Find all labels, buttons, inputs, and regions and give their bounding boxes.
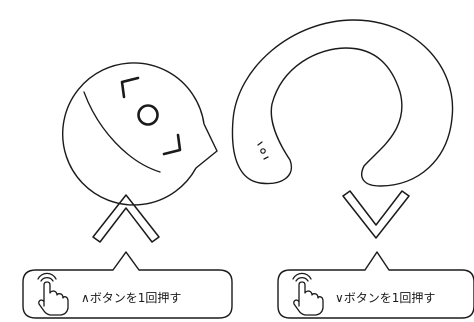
pointing-hand-icon xyxy=(292,272,324,316)
up-instruction-bubble xyxy=(22,251,233,319)
chevron-up-icon xyxy=(92,194,160,243)
zoom-up-button-icon xyxy=(120,76,140,99)
device-button-cluster xyxy=(257,141,269,160)
neck-speaker-icon xyxy=(231,19,454,187)
down-button-instruction: ∨ボタンを1回押す xyxy=(335,291,436,305)
chevron-down-icon xyxy=(342,190,410,239)
up-button-instruction: ∧ボタンを1回押す xyxy=(81,291,182,305)
zoom-down-button-icon xyxy=(162,133,182,156)
magnified-button-callout xyxy=(62,62,218,206)
zoom-power-button-icon xyxy=(137,104,159,126)
pointing-hand-icon xyxy=(37,272,69,316)
down-instruction-bubble xyxy=(277,251,474,319)
